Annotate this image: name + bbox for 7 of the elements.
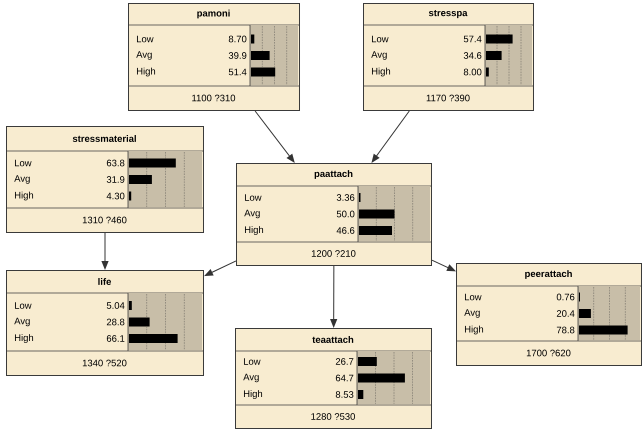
belief-box: stresspa Low 57.4 Avg 34.6 High 8.00 1170 ?390 — [362, 3, 534, 111]
belief-box: pamoni Low 8.70 Avg 39.9 High 51.4 1100 ?310 — [128, 3, 300, 111]
belief-box: life Low 5.04 Avg 28.8 High 66.1 1340 ?520 — [6, 270, 204, 376]
belief-box: peerattach Low 0.76 Avg 20.4 High 78.8 1700 ?620 — [456, 263, 642, 366]
belief-box: paattach Low 3.36 Avg 50.0 High 46.6 1200 ?210 — [236, 163, 432, 266]
belief-box: stressmaterial Low 63.8 Avg 31.9 High 4.30 1310 ?460 — [6, 126, 204, 233]
belief-box: teaattach Low 26.7 Avg 64.7 High 8.53 1280 ?530 — [234, 328, 432, 429]
